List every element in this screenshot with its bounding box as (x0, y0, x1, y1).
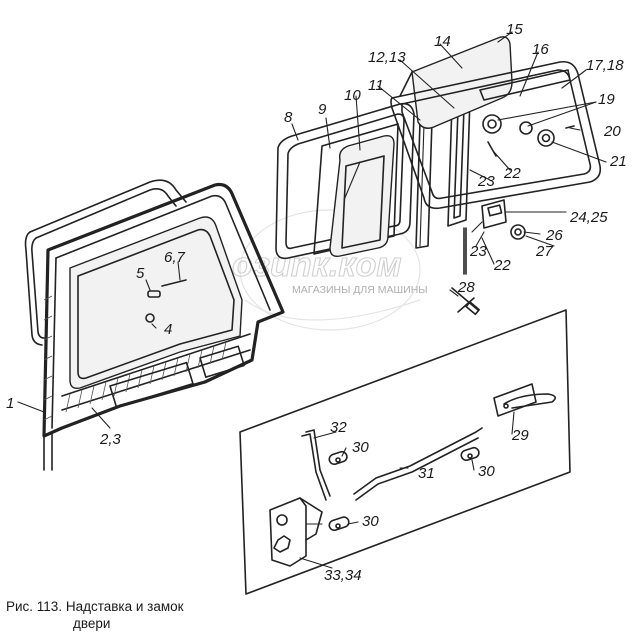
callout-17-18: 17,18 (586, 57, 624, 74)
callout-1: 1 (6, 395, 14, 412)
callout-22-upper: 22 (503, 165, 521, 182)
callout-23-upper: 23 (477, 173, 495, 190)
part-15-large-glass (399, 36, 513, 129)
callout-8: 8 (284, 109, 293, 126)
callout-9: 9 (318, 101, 327, 118)
part-23-27-lock-block (471, 199, 526, 240)
part-10-glass (329, 134, 395, 258)
callout-4: 4 (164, 321, 172, 338)
callout-10: 10 (344, 87, 361, 104)
callout-23-lower: 23 (469, 243, 487, 260)
callout-6-7: 6,7 (164, 249, 186, 266)
callout-2-3: 2,3 (99, 431, 122, 448)
callout-19: 19 (598, 91, 615, 108)
part-31-rod (353, 427, 483, 501)
part-33-34-lock-mechanism (269, 497, 323, 567)
callout-21: 21 (609, 153, 627, 170)
callout-28: 28 (457, 279, 475, 296)
caption-line-2: двери (73, 616, 111, 631)
part-1-seal (24, 179, 187, 346)
lock-panel (239, 309, 571, 595)
callout-labels: 1 2,3 4 5 6,7 8 9 10 11 12,13 14 15 16 1… (6, 21, 627, 584)
part-9-glass-frame (313, 123, 399, 255)
caption-line-1: Рис. 113. Надставка и замок (6, 599, 184, 614)
callout-16: 16 (532, 41, 549, 58)
leader-lines (17, 31, 607, 569)
callout-14: 14 (434, 33, 451, 50)
callout-5: 5 (136, 265, 145, 282)
callout-30-lower: 30 (362, 513, 379, 530)
watermark: озиnк.ком МАГАЗИНЫ ДЛЯ МАШИНЫ (231, 209, 428, 331)
callout-30-right: 30 (478, 463, 495, 480)
callout-32: 32 (330, 419, 347, 436)
part-28-inner-handle (451, 287, 480, 316)
watermark-tagline: МАГАЗИНЫ ДЛЯ МАШИНЫ (292, 284, 428, 296)
part-2-3-extension-body (42, 182, 285, 471)
callout-31: 31 (418, 465, 435, 482)
figure-caption: Рис. 113. Надставка и замок двери (6, 598, 184, 632)
callout-30-top: 30 (352, 439, 369, 456)
callout-11: 11 (368, 77, 384, 94)
callout-12-13: 12,13 (368, 49, 406, 66)
part-30-clips (328, 446, 480, 532)
callout-33-34: 33,34 (324, 567, 362, 584)
part-29-outer-handle (493, 383, 556, 417)
part-32-lever (301, 429, 331, 501)
callout-22-lower: 22 (493, 257, 511, 274)
callout-26: 26 (545, 227, 563, 244)
part-16-21-rear-frame (390, 60, 602, 210)
callout-29: 29 (511, 427, 529, 444)
callout-20: 20 (603, 123, 621, 140)
callout-27: 27 (535, 243, 553, 260)
callout-15: 15 (506, 21, 523, 38)
part-4-5-6-7-hardware (145, 279, 187, 323)
callout-24-25: 24,25 (569, 209, 608, 226)
